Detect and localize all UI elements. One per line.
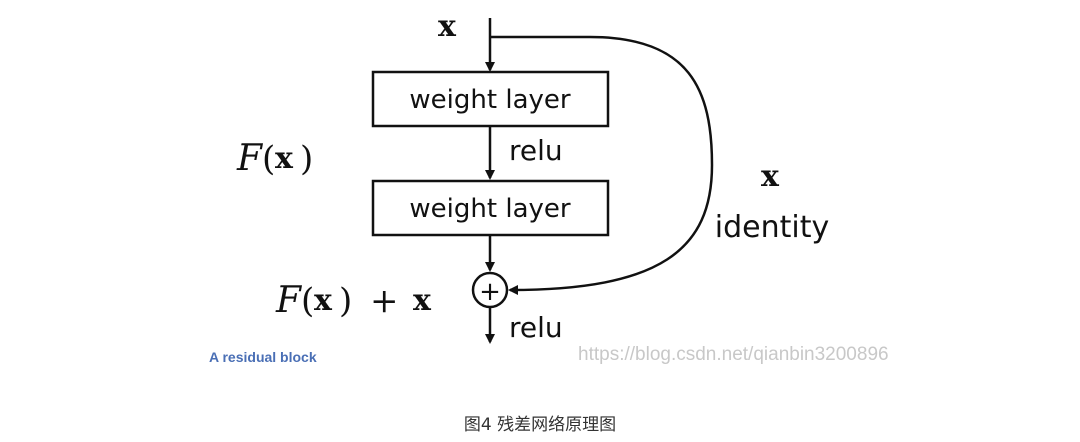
weight-layer-2-label: weight layer bbox=[409, 194, 570, 224]
watermark-text: https://blog.csdn.net/qianbin3200896 bbox=[578, 344, 889, 365]
fx-script: F bbox=[236, 138, 264, 179]
sum-open-paren: ( bbox=[301, 281, 314, 321]
weight-layer-1-label: weight layer bbox=[409, 85, 570, 115]
identity-label: identity bbox=[715, 210, 829, 245]
weight-layer-2: weight layer bbox=[371, 179, 610, 237]
fx-var: x bbox=[275, 141, 294, 176]
sum-close-paren: ) bbox=[339, 281, 352, 321]
shortcut-x-label: x bbox=[761, 159, 780, 194]
sum-label: F ( x ) + x bbox=[275, 280, 432, 321]
fx-close-paren: ) bbox=[300, 139, 313, 179]
sum-var: x bbox=[314, 283, 333, 318]
input-x-label: x bbox=[438, 9, 457, 44]
add-node: + bbox=[471, 271, 509, 309]
fx-open-paren: ( bbox=[262, 139, 275, 179]
relu-label-2: relu bbox=[509, 311, 563, 344]
block-title: A residual block bbox=[209, 349, 317, 365]
figure-caption: 图4 残差网络原理图 bbox=[464, 415, 616, 435]
identity-shortcut-arrow bbox=[490, 35, 714, 295]
sum-var2: x bbox=[413, 283, 432, 318]
weight-layer-1: weight layer bbox=[371, 70, 610, 128]
relu-label-1: relu bbox=[509, 134, 563, 167]
fx-label: F ( x ) bbox=[236, 138, 313, 179]
sum-plus: + bbox=[370, 281, 399, 321]
plus-icon: + bbox=[479, 277, 501, 307]
sum-script: F bbox=[275, 280, 303, 321]
